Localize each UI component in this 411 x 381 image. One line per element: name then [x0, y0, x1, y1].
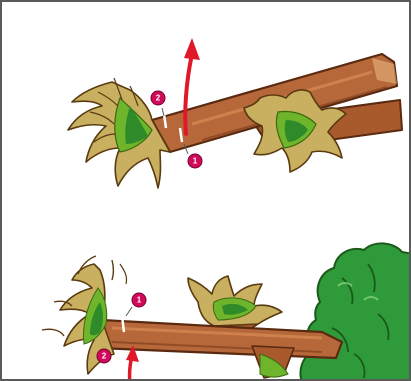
bottom-tree-crown	[300, 243, 411, 381]
top-marker-1: 1	[188, 154, 202, 168]
bottom-middle-tuft	[188, 276, 282, 326]
bottom-marker-2: 2	[97, 349, 111, 363]
bottom-marker-1: 1	[132, 293, 146, 307]
bottom-marker-2-label: 2	[102, 352, 107, 361]
bottom-panel: 1 2	[42, 243, 411, 381]
top-marker-2: 2	[151, 91, 165, 105]
bottom-left-tuft	[42, 256, 127, 374]
bottom-marker-1-label: 1	[137, 296, 142, 305]
top-marker-1-label: 1	[193, 157, 198, 166]
top-panel: 2 1	[68, 38, 402, 188]
top-marker-2-label: 2	[156, 94, 161, 103]
